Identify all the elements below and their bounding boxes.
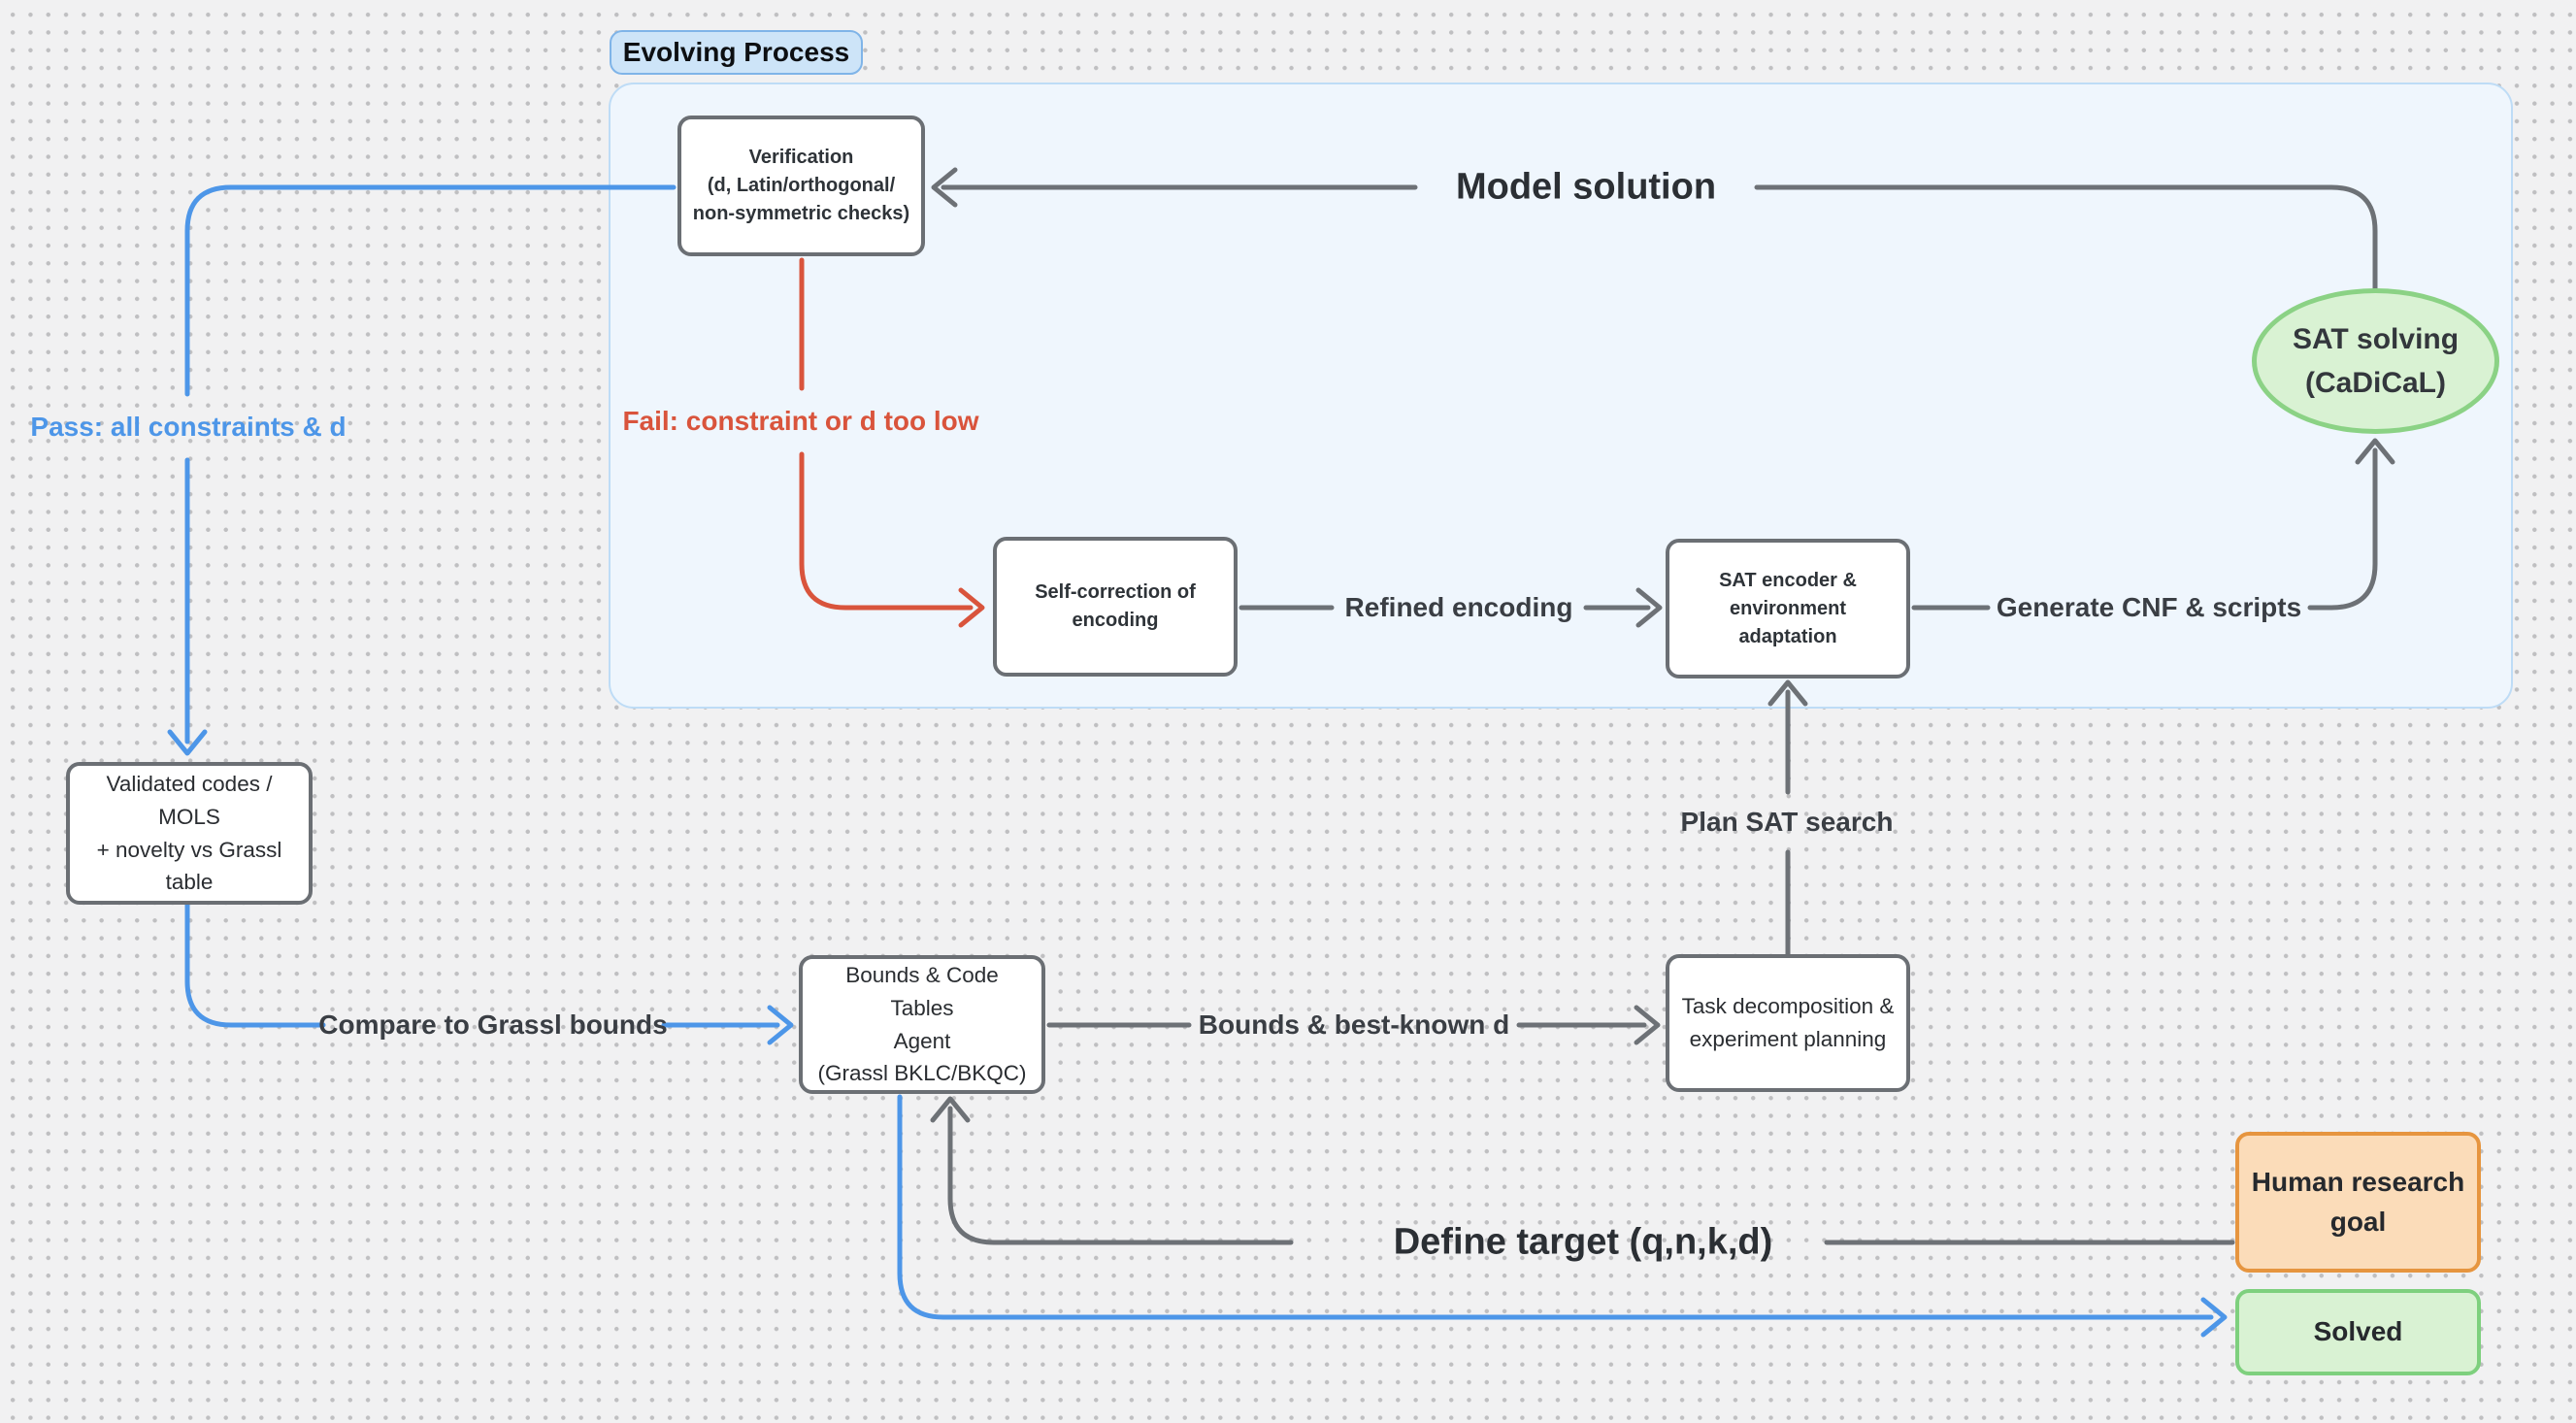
- edge-solved: [897, 1094, 2228, 1338]
- node-solved-label: Solved: [2313, 1316, 2403, 1347]
- node-verification[interactable]: Verification (d, Latin/orthogonal/ non-s…: [677, 116, 925, 256]
- edge-label-define-target: Define target (q,n,k,d): [1393, 1221, 1773, 1263]
- edge-label-model-solution: Model solution: [1455, 166, 1717, 208]
- node-self-correction[interactable]: Self-correction of encoding: [993, 537, 1238, 677]
- edge-label-pass: Pass: all constraints & d: [30, 412, 347, 442]
- node-task-decomposition-label: Task decomposition & experiment planning: [1681, 994, 1895, 1051]
- node-task-decomposition[interactable]: Task decomposition & experiment planning: [1666, 954, 1910, 1092]
- node-human-goal[interactable]: Human research goal: [2235, 1132, 2481, 1273]
- node-bounds-agent-label: Bounds & Code Tables Agent (Grassl BKLC/…: [817, 963, 1027, 1086]
- node-sat-solving[interactable]: SAT solving (CaDiCaL): [2252, 288, 2499, 434]
- arrowhead-right: [2200, 1297, 2228, 1338]
- arrowhead-down: [167, 729, 208, 756]
- arrowhead-up: [930, 1096, 971, 1123]
- node-self-correction-label: Self-correction of encoding: [1035, 581, 1196, 631]
- node-sat-encoder-label: SAT encoder & environment adaptation: [1719, 569, 1857, 647]
- node-human-goal-label: Human research goal: [2251, 1166, 2465, 1237]
- node-solved[interactable]: Solved: [2235, 1289, 2481, 1375]
- edge-label-generate-cnf: Generate CNF & scripts: [1996, 592, 2302, 622]
- edge-label-refined-encoding: Refined encoding: [1344, 592, 1573, 622]
- arrowhead-right: [1634, 1005, 1661, 1045]
- node-bounds-agent[interactable]: Bounds & Code Tables Agent (Grassl BKLC/…: [799, 955, 1045, 1094]
- node-validated-codes[interactable]: Validated codes / MOLS + novelty vs Gras…: [66, 762, 313, 905]
- node-sat-solving-label: SAT solving (CaDiCaL): [2292, 323, 2460, 399]
- evolving-process-label: Evolving Process: [622, 37, 850, 67]
- edge-label-compare-grassl: Compare to Grassl bounds: [318, 1009, 668, 1040]
- node-validated-codes-label: Validated codes / MOLS + novelty vs Gras…: [96, 772, 282, 895]
- node-verification-label: Verification (d, Latin/orthogonal/ non-s…: [692, 147, 910, 224]
- evolving-process-pill[interactable]: Evolving Process: [610, 30, 863, 75]
- edge-label-plan-sat-search: Plan SAT search: [1680, 807, 1894, 837]
- arrowhead-right: [767, 1005, 794, 1045]
- edge-pass: [167, 184, 677, 756]
- edge-label-fail: Fail: constraint or d too low: [622, 406, 979, 436]
- node-sat-encoder[interactable]: SAT encoder & environment adaptation: [1666, 539, 1910, 678]
- edge-label-bounds-best-known: Bounds & best-known d: [1198, 1009, 1510, 1040]
